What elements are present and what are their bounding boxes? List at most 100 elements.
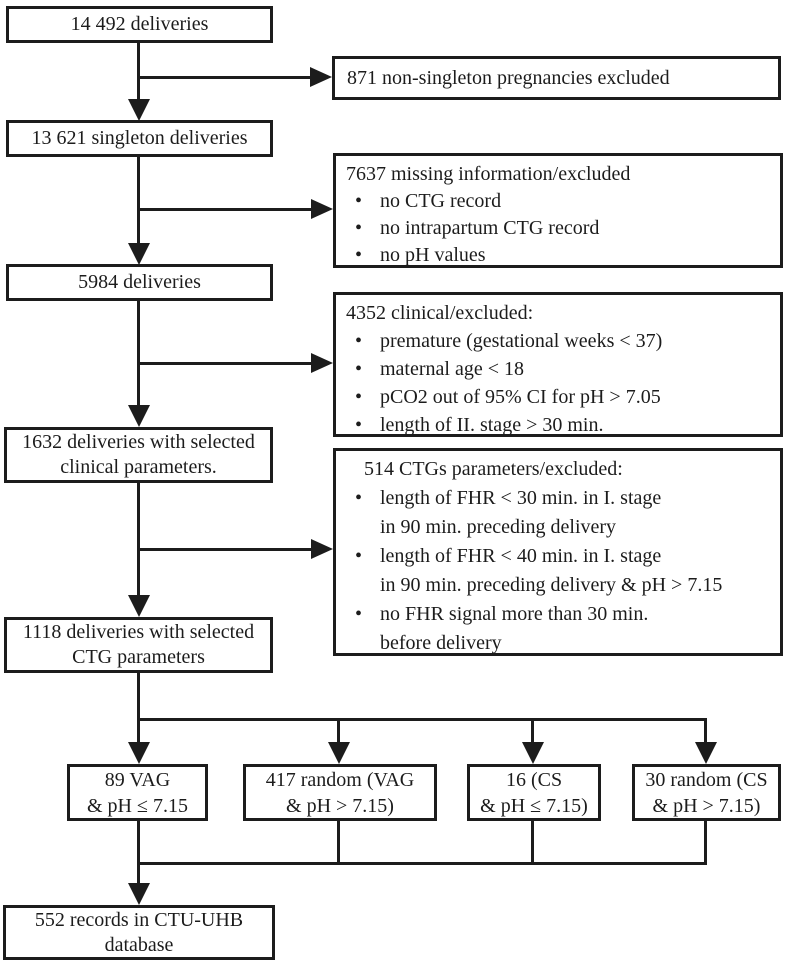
arrowhead-down: [522, 742, 544, 764]
connector-line: [704, 721, 707, 743]
bullet-line: no FHR signal more than 30 min.: [380, 603, 649, 625]
exclusion-title: 7637 missing information/excluded: [346, 163, 631, 185]
flow-box-label-line1: 1632 deliveries with selected: [22, 431, 255, 453]
arrowhead-right: [311, 199, 333, 219]
connector-line: [137, 157, 140, 245]
arrowhead-down: [128, 405, 150, 427]
group-box-cs-low-ph: 16 (CS & pH ≤ 7.15): [467, 764, 601, 821]
arrowhead-right: [311, 539, 333, 559]
connector-line: [137, 865, 140, 885]
bullet-item: • length of FHR < 30 min. in I. stage in…: [346, 484, 772, 542]
bullet-line: in 90 min. preceding delivery & pH > 7.1…: [380, 574, 723, 596]
exclusion-title: 514 CTGs parameters/excluded:: [364, 458, 623, 480]
group-box-cs-random: 30 random (CS & pH > 7.15): [632, 764, 781, 821]
bullet-glyph: •: [355, 386, 363, 408]
arrowhead-down: [128, 742, 150, 764]
exclusion-box-clinical: 4352 clinical/excluded: • premature (ges…: [333, 292, 783, 437]
flow-box-selected-ctg: 1118 deliveries with selected CTG parame…: [4, 617, 273, 673]
arrowhead-right: [310, 67, 332, 87]
exclusion-title: 871 non-singleton pregnancies excluded: [347, 66, 670, 89]
arrowhead-down: [128, 243, 150, 265]
bullet-line: no intrapartum CTG record: [380, 217, 600, 239]
exclusion-title: 4352 clinical/excluded:: [346, 302, 534, 324]
connector-line: [337, 721, 340, 743]
group-label-line1: 417 random (VAG: [265, 768, 415, 791]
bullet-glyph: •: [355, 244, 363, 266]
arrowhead-down: [328, 742, 350, 764]
flow-box-label-line2: CTG parameters: [72, 646, 205, 668]
bullet-item: • length of II. stage > 30 min.: [346, 411, 772, 439]
bullet-line: no pH values: [380, 244, 486, 266]
flow-box-label: 5984 deliveries: [78, 271, 201, 293]
group-label-line1: 30 random (CS: [645, 768, 768, 791]
bullet-glyph: •: [355, 414, 363, 436]
bullet-glyph: •: [355, 603, 363, 625]
arrowhead-down: [128, 883, 150, 905]
flow-box-label-line1: 1118 deliveries with selected: [22, 621, 255, 643]
connector-line: [137, 208, 311, 211]
connector-line: [137, 673, 140, 721]
exclusion-box-ctg-parameters: 514 CTGs parameters/excluded: • length o…: [333, 448, 783, 656]
bullet-glyph: •: [355, 358, 363, 380]
group-box-vag-random: 417 random (VAG & pH > 7.15): [243, 764, 437, 821]
bullet-item: • no pH values: [346, 242, 772, 269]
bullet-item: • maternal age < 18: [346, 355, 772, 383]
bullet-item: • no CTG record: [346, 188, 772, 215]
bullet-item: • no FHR signal more than 30 min. before…: [346, 600, 772, 658]
group-label-line2: & pH ≤ 7.15): [480, 794, 588, 817]
bullet-item: • premature (gestational weeks < 37): [346, 327, 772, 355]
arrowhead-down: [128, 99, 150, 121]
group-box-vag-low-ph: 89 VAG & pH ≤ 7.15: [67, 764, 208, 821]
group-label-line2: & pH ≤ 7.15: [87, 794, 188, 817]
arrowhead-down: [128, 595, 150, 617]
bullet-line: no CTG record: [380, 190, 502, 212]
bullet-glyph: •: [355, 487, 363, 509]
connector-line: [531, 721, 534, 743]
connector-line: [531, 821, 534, 865]
flow-box-selected-clinical: 1632 deliveries with selected clinical p…: [4, 427, 273, 483]
connector-line: [137, 721, 140, 743]
group-label-line2: & pH > 7.15): [652, 794, 761, 817]
bullet-line: pCO2 out of 95% CI for pH > 7.05: [380, 386, 661, 408]
connector-line: [137, 301, 140, 407]
connector-line: [137, 821, 140, 865]
flow-box-total-deliveries: 14 492 deliveries: [6, 6, 273, 43]
connector-line: [704, 821, 707, 865]
bullet-glyph: •: [355, 217, 363, 239]
group-label-line2: & pH > 7.15): [286, 794, 394, 817]
connector-line: [137, 718, 707, 721]
arrowhead-down: [695, 742, 717, 764]
bullet-line: maternal age < 18: [380, 358, 524, 380]
group-label-line1: 89 VAG: [104, 768, 171, 791]
bullet-line: length of II. stage > 30 min.: [380, 414, 604, 436]
bullet-line: length of FHR < 40 min. in I. stage: [380, 545, 662, 567]
connector-line: [337, 821, 340, 865]
flow-box-label-line2: clinical parameters.: [60, 456, 217, 478]
bullet-glyph: •: [355, 545, 363, 567]
connector-line: [137, 548, 311, 551]
connector-line: [137, 483, 140, 597]
connector-line: [137, 76, 311, 79]
flow-box-5984-deliveries: 5984 deliveries: [6, 264, 273, 301]
bullet-line: before delivery: [380, 632, 502, 654]
bullet-line: premature (gestational weeks < 37): [380, 330, 663, 352]
bullet-glyph: •: [355, 190, 363, 212]
bullet-line: length of FHR < 30 min. in I. stage: [380, 487, 662, 509]
connector-line: [137, 362, 311, 365]
flow-box-final-database: 552 records in CTU-UHB database: [3, 905, 275, 960]
flow-box-label-line2: database: [104, 933, 174, 956]
connector-line: [137, 862, 707, 865]
arrowhead-right: [311, 353, 333, 373]
bullet-item: • pCO2 out of 95% CI for pH > 7.05: [346, 383, 772, 411]
bullet-glyph: •: [355, 330, 363, 352]
flow-box-label: 14 492 deliveries: [70, 13, 209, 35]
group-label-line1: 16 (CS: [505, 768, 563, 791]
bullet-item: • no intrapartum CTG record: [346, 215, 772, 242]
bullet-item: • length of FHR < 40 min. in I. stage in…: [346, 542, 772, 600]
exclusion-box-missing-info: 7637 missing information/excluded • no C…: [333, 153, 783, 268]
exclusion-box-non-singleton: 871 non-singleton pregnancies excluded: [332, 56, 781, 100]
flow-box-label: 13 621 singleton deliveries: [31, 127, 248, 149]
bullet-line: in 90 min. preceding delivery: [380, 516, 617, 538]
flow-box-label-line1: 552 records in CTU-UHB: [34, 908, 244, 931]
